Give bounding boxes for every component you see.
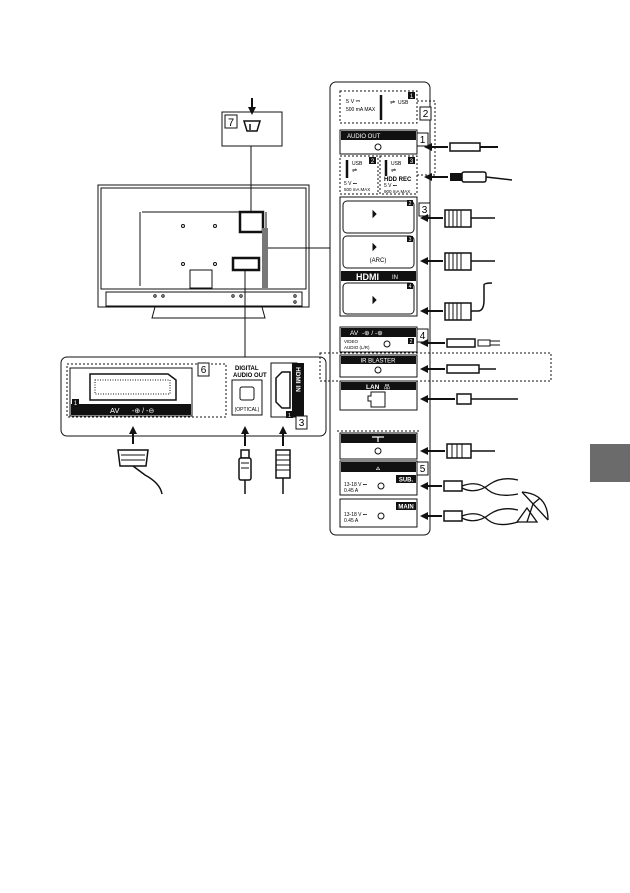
- side-panel-frame: [329, 81, 431, 536]
- sat-main-spec: 13-18 V ⎓: [344, 512, 367, 518]
- optical-line1: DIGITAL: [235, 366, 259, 372]
- usb-1-block: 1 5 V ⎓ 500 mA MAX ⇌ USB: [339, 90, 418, 124]
- usb-3-icon: ⇌: [391, 167, 396, 174]
- hdmi-arc-label: (ARC): [370, 258, 387, 264]
- usb-3-label: USB: [391, 161, 402, 167]
- callout-3-label: 3: [422, 205, 428, 216]
- aerial-block: [339, 432, 418, 460]
- sat-sub-current: 0.45 A: [344, 488, 359, 494]
- usb-3-spec: 5 V ⎓: [384, 183, 397, 189]
- callout-3b-label: 3: [299, 418, 305, 429]
- lan-label: LAN: [366, 384, 380, 391]
- hdmi-ports-block: [339, 196, 418, 317]
- audio-out-label: AUDIO OUT: [347, 134, 381, 140]
- callout-5-label: 5: [420, 464, 426, 475]
- callout-6-label: 6: [201, 365, 207, 376]
- usb-2-block: 2 USB ⇌ 5 V ⎓ 500 mA MAX: [339, 155, 379, 195]
- usb-1-label: USB: [398, 100, 409, 106]
- usb-3-current: 900 mA MAX: [384, 189, 410, 194]
- scart-io-icon: -⊕ / -⊖: [132, 408, 154, 415]
- scart-block: 1 AV -⊕ / -⊖: [66, 363, 227, 418]
- usb-2-label: USB: [352, 161, 363, 167]
- lan-block: LAN 品: [339, 380, 418, 411]
- callout-7-label: 7: [228, 117, 234, 129]
- av-badge: 2: [410, 339, 413, 345]
- scart-label: AV: [110, 406, 119, 415]
- usb-1-icon: ⇌: [390, 99, 395, 106]
- ir-blaster-block: IR BLASTER: [319, 352, 552, 382]
- hdmi-3-badge: 3: [409, 237, 412, 243]
- top-port-area: [238, 210, 265, 234]
- satellite-icon: ⩟: [376, 465, 381, 472]
- sat-sub-label: SUB.: [399, 478, 414, 484]
- audio-out-block: AUDIO OUT: [339, 129, 418, 155]
- usb-3-sub: HDD REC: [384, 177, 412, 183]
- bottom-port-area: [231, 256, 261, 272]
- usb-3-block: 3 USB ⇌ HDD REC 5 V ⎓ 900 mA MAX: [379, 155, 418, 195]
- av-line2: AUDIO (L/R): [344, 345, 370, 350]
- usb-1-current: 500 mA MAX: [346, 107, 376, 113]
- hdmi-in-label: IN: [392, 275, 398, 281]
- usb-2-current: 500 mA MAX: [344, 187, 370, 192]
- callout-4-label: 4: [420, 331, 426, 342]
- hdmi-logo: HDMI: [356, 272, 379, 282]
- bottom-hdmi-label: HDMI IN: [294, 367, 301, 392]
- usb-1-badge: 1: [410, 94, 414, 100]
- callout-1-label: 1: [420, 135, 426, 146]
- sat-main-label: MAIN: [398, 505, 413, 511]
- optical-port-label: (OPTICAL): [235, 407, 260, 413]
- av-block: AV -⊕ / -⊕ 2 VIDEO AUDIO (L/R): [339, 326, 418, 353]
- hdmi-2-badge: 2: [409, 201, 412, 207]
- sat-sub-spec: 13-18 V ⎓: [344, 482, 367, 488]
- scart-badge: 1: [74, 401, 78, 407]
- lan-network-icon: 品: [384, 384, 390, 391]
- side-port-strip: [262, 228, 268, 288]
- hdmi-4-badge: 4: [409, 284, 412, 290]
- av-input-icon: -⊕ / -⊕: [362, 330, 383, 337]
- bottom-cables: [117, 426, 291, 495]
- usb-3-badge: 3: [410, 159, 414, 165]
- chapter-tab: [590, 444, 630, 482]
- callout-7-box: 7: [221, 98, 283, 147]
- usb-2-icon: ⇌: [352, 167, 357, 174]
- bottom-hdmi-badge: 1: [288, 413, 291, 419]
- ir-blaster-label: IR BLASTER: [360, 359, 396, 365]
- usb-1-spec: 5 V ⎓: [346, 99, 361, 105]
- satellite-block: ⩟ 13-18 V ⎓ 0.45 A SUB. MAIN 13-18 V ⎓ 0…: [339, 460, 418, 528]
- usb-2-badge: 2: [371, 159, 375, 165]
- av-label: AV: [350, 330, 359, 337]
- optical-line2: AUDIO OUT: [233, 373, 267, 379]
- callout-2-label: 2: [423, 109, 429, 120]
- tv-rear: [97, 184, 310, 319]
- bottom-hdmi-block: HDMI IN 1: [270, 362, 304, 419]
- leader-lines: [244, 146, 330, 357]
- sat-main-current: 0.45 A: [344, 518, 359, 524]
- usb-2-spec: 5 V ⎓: [344, 181, 357, 187]
- satellite-dish-icon: [515, 491, 549, 523]
- av-line1: VIDEO: [344, 339, 359, 344]
- optical-block: DIGITAL AUDIO OUT (OPTICAL): [231, 366, 267, 416]
- side-cables: [420, 142, 519, 526]
- bottom-panel-frame: [60, 356, 327, 437]
